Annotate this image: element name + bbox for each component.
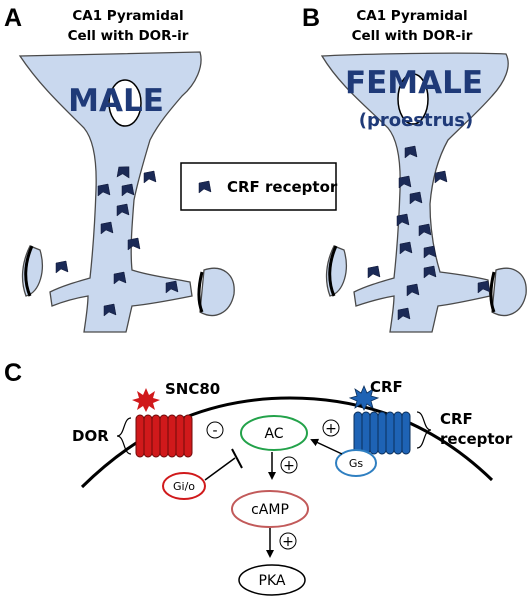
panel-b-title-line1: CA1 Pyramidal <box>356 8 467 24</box>
gs-protein <box>335 449 377 477</box>
crf-receptor-icon <box>143 170 157 184</box>
panel-b-letter: B <box>302 4 320 32</box>
gio-label: Gi/o <box>173 480 195 493</box>
inhibition-bar <box>231 448 243 469</box>
gs-label: Gs <box>349 457 364 470</box>
pka-node <box>238 564 306 596</box>
female-label: FEMALE <box>345 65 483 101</box>
ac-node <box>240 415 308 451</box>
plus-sign-circle-2 <box>280 456 298 474</box>
inhibition-line <box>204 457 236 481</box>
plus-sign-circle-1 <box>322 419 340 437</box>
female-right-synapse <box>489 271 496 313</box>
male-label: MALE <box>68 83 164 119</box>
gio-protein <box>162 472 206 500</box>
legend: CRF receptor <box>180 162 338 211</box>
plus-sign-2: + <box>283 458 295 474</box>
camp-label: cAMP <box>251 502 289 518</box>
legend-text: CRF receptor <box>227 178 338 196</box>
plus-sign-3: + <box>282 534 294 550</box>
male-right-synapse <box>197 271 204 313</box>
snc80-ligand-icon <box>132 388 160 412</box>
female-sublabel: (proestrus) <box>359 110 474 131</box>
dor-label: DOR <box>72 427 109 445</box>
crf-label: CRF <box>370 378 403 396</box>
panel-b-title-line2: Cell with DOR-ir <box>352 28 473 44</box>
male-left-synapse <box>24 245 34 297</box>
panel-a-title-line2: Cell with DOR-ir <box>68 28 189 44</box>
panel-a-letter: A <box>4 4 22 32</box>
female-right-spine <box>491 267 527 317</box>
camp-node <box>231 490 309 528</box>
plus-sign-1: + <box>325 421 337 437</box>
panel-a: A CA1 Pyramidal Cell with DOR-ir MALE <box>4 4 235 333</box>
crf-receptor-icon <box>55 260 69 274</box>
pka-label: PKA <box>259 573 286 589</box>
plus-sign-circle-3 <box>279 532 297 550</box>
crf-receptor-complex <box>353 411 411 455</box>
minus-sign-circle <box>206 421 224 439</box>
male-nucleus <box>108 79 142 127</box>
crf-receptor-icon <box>434 170 448 184</box>
gs-to-ac-arrow <box>310 438 343 455</box>
dor-bracket <box>116 417 132 455</box>
crf-receptor-label-line2: receptor <box>440 430 513 448</box>
crf-receptor-bracket <box>416 411 432 449</box>
minus-sign: - <box>212 423 217 439</box>
female-pyramidal-cell <box>320 52 509 333</box>
panel-c-letter: C <box>4 359 22 387</box>
panel-a-title-line1: CA1 Pyramidal <box>72 8 183 24</box>
crf-receptor-icon <box>367 265 381 279</box>
male-pyramidal-cell <box>18 51 202 333</box>
dor-receptor <box>135 414 193 458</box>
crf-receptor-icon <box>127 237 141 251</box>
female-nucleus <box>397 73 429 125</box>
panel-c: C SNC80 DOR CRF CRF <box>4 359 513 596</box>
snc80-label: SNC80 <box>165 380 220 398</box>
ac-label: AC <box>264 426 283 442</box>
female-left-synapse <box>328 245 338 297</box>
panel-b: B CA1 Pyramidal Cell with DOR-ir FEMALE … <box>302 4 527 333</box>
male-right-spine <box>199 267 235 317</box>
crf-ligand-icon <box>348 384 380 411</box>
crf-receptor-label-line1: CRF <box>440 410 473 428</box>
